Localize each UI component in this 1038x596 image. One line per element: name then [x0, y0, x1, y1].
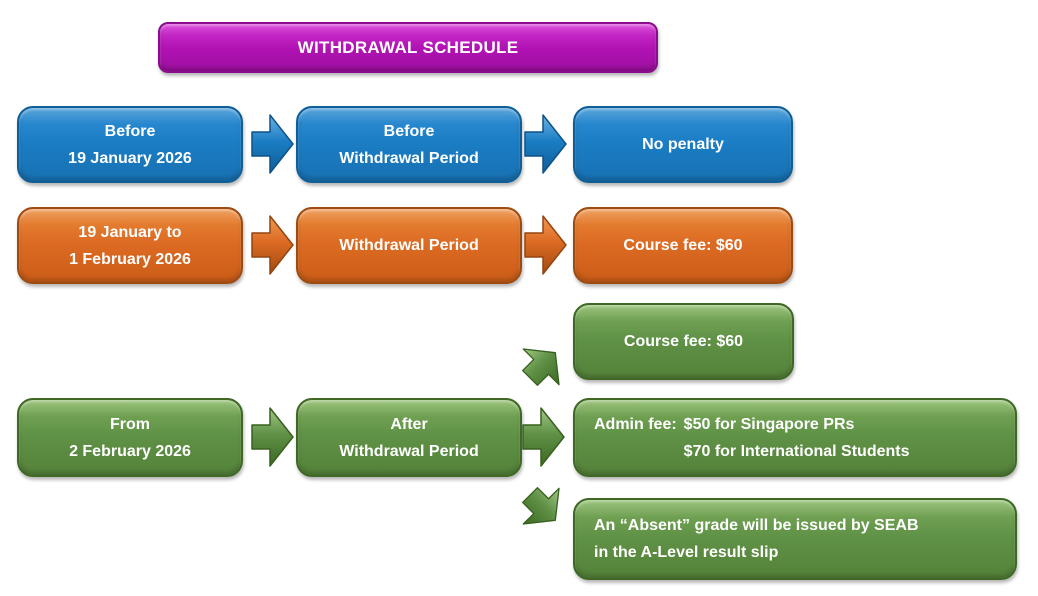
arrow-down-right-icon	[509, 474, 577, 542]
box-text-line: Before	[104, 122, 156, 140]
admin-fee-international: $70 for International Students	[683, 442, 910, 460]
box-absent-grade: An “Absent” grade will be issued by SEAB…	[573, 498, 1017, 580]
title-banner: WITHDRAWAL SCHEDULE	[158, 22, 658, 73]
admin-fee-label: Admin fee:	[594, 415, 677, 433]
arrow-right-icon	[522, 405, 566, 469]
admin-fee-text: Admin fee: $50 for Singapore PRs $70 for…	[594, 411, 909, 465]
box-from-2-february-2026: From 2 February 2026	[17, 398, 243, 477]
box-no-penalty: No penalty	[573, 106, 793, 183]
box-text-line: Before	[383, 122, 435, 140]
arrow-right-icon	[524, 213, 568, 277]
box-admin-fee: Admin fee: $50 for Singapore PRs $70 for…	[573, 398, 1017, 477]
arrow-right-icon	[524, 112, 568, 176]
box-text-line: 19 January 2026	[68, 149, 192, 167]
box-text-line: Withdrawal Period	[339, 442, 479, 460]
box-text-line: Withdrawal Period	[339, 149, 479, 167]
box-text-line: Course fee: $60	[623, 237, 743, 254]
box-course-fee-after: Course fee: $60	[573, 303, 794, 380]
box-withdrawal-period: Withdrawal Period	[296, 207, 522, 284]
diagram-title: WITHDRAWAL SCHEDULE	[297, 37, 519, 57]
box-text-line: An “Absent” grade will be issued by SEAB	[594, 517, 919, 534]
admin-fee-pr: $50 for Singapore PRs	[683, 415, 855, 433]
box-text-line: After	[390, 415, 428, 433]
box-text-line: Course fee: $60	[623, 333, 744, 350]
arrow-right-icon	[251, 213, 295, 277]
box-19-january-to-1-february: 19 January to 1 February 2026	[17, 207, 243, 284]
arrow-right-icon	[251, 112, 295, 176]
box-text-line: 19 January to	[78, 223, 182, 241]
box-before-withdrawal-period: Before Withdrawal Period	[296, 106, 522, 183]
arrow-right-icon	[251, 405, 295, 469]
box-course-fee-withdrawal: Course fee: $60	[573, 207, 793, 284]
box-before-19-january-2026: Before 19 January 2026	[17, 106, 243, 183]
box-text-line: 2 February 2026	[69, 442, 191, 460]
box-text-line: in the A-Level result slip	[594, 544, 779, 561]
box-text-line: 1 February 2026	[69, 250, 191, 268]
box-after-withdrawal-period: After Withdrawal Period	[296, 398, 522, 477]
box-text-line: Withdrawal Period	[339, 237, 479, 254]
box-text-line: From	[110, 415, 150, 433]
arrow-up-right-icon	[509, 331, 577, 399]
box-text-line: No penalty	[642, 136, 724, 153]
